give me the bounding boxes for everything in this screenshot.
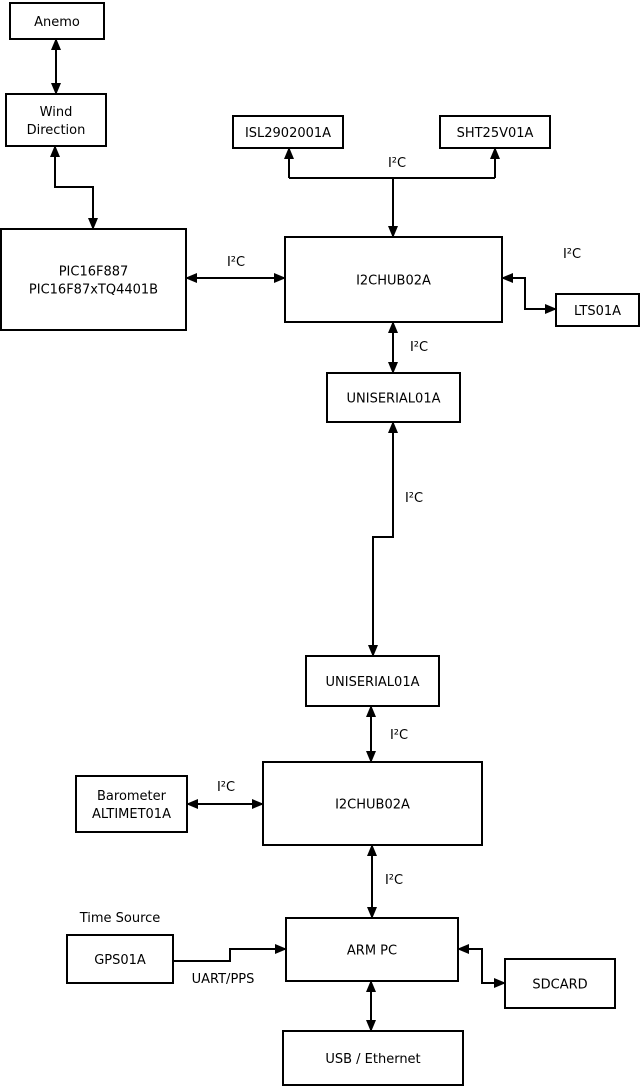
node-armpc: ARM PC <box>285 917 459 982</box>
label-i2c-pic-hub1: I²C <box>227 255 245 270</box>
node-i2chub1: I2CHUB02A <box>284 236 503 323</box>
node-uniserial2: UNISERIAL01A <box>305 655 440 707</box>
node-gps-box <box>66 934 174 984</box>
node-i2chub1-box <box>284 236 503 323</box>
node-gps-label: GPS01A <box>94 953 146 968</box>
node-sht: SHT25V01A <box>439 115 551 149</box>
label-time-source: Time Source <box>79 911 161 926</box>
node-sht-box <box>439 115 551 149</box>
node-anemo-label: Anemo <box>34 15 80 30</box>
node-anemo: Anemo <box>9 2 105 40</box>
node-sdcard-label: SDCARD <box>532 978 587 993</box>
node-sdcard-box <box>504 958 616 1009</box>
node-anemo-box <box>9 2 105 40</box>
node-i2chub1-label: I2CHUB02A <box>356 274 431 289</box>
node-i2chub2: I2CHUB02A <box>262 761 483 846</box>
node-usb-ethernet: USB / Ethernet <box>282 1030 464 1086</box>
edge-i2chub1-lts <box>501 273 557 314</box>
node-armpc-label: ARM PC <box>347 944 397 959</box>
node-gps: GPS01A <box>66 934 174 984</box>
node-uniserial1-label: UNISERIAL01A <box>347 392 441 407</box>
edge-uniserial1-uniserial2 <box>368 421 398 657</box>
node-uniserial2-label: UNISERIAL01A <box>326 675 420 690</box>
label-i2c-baro-hub2: I²C <box>217 780 235 795</box>
label-uart-pps: UART/PPS <box>192 972 255 987</box>
edge-armpc-sdcard <box>457 944 506 988</box>
label-i2c-hub2-armpc: I²C <box>385 873 403 888</box>
label-i2c-uni2-hub2: I²C <box>390 728 408 743</box>
node-isl-label: ISL2902001A <box>245 126 331 141</box>
label-i2c-hub1-lts: I²C <box>563 247 581 262</box>
node-sht-label: SHT25V01A <box>457 126 534 141</box>
node-usb-ethernet-label: USB / Ethernet <box>325 1052 420 1067</box>
node-lts-label: LTS01A <box>574 304 621 319</box>
node-armpc-box <box>285 917 459 982</box>
node-uniserial2-box <box>305 655 440 707</box>
node-barometer-box <box>75 775 188 833</box>
edge-wind-direction-pic <box>50 145 98 230</box>
node-sdcard: SDCARD <box>504 958 616 1009</box>
label-i2c-hub1-uni1: I²C <box>410 340 428 355</box>
label-i2c-sensor-bus: I²C <box>388 156 406 171</box>
node-i2chub2-label: I2CHUB02A <box>335 798 410 813</box>
node-wind-direction-box <box>5 93 107 147</box>
edge-gps-armpc <box>173 944 287 962</box>
node-usb-ethernet-box <box>282 1030 464 1086</box>
node-uniserial1: UNISERIAL01A <box>326 372 461 423</box>
node-pic-box <box>0 228 187 331</box>
node-lts-box <box>555 293 640 327</box>
node-lts: LTS01A <box>555 293 640 327</box>
node-isl: ISL2902001A <box>232 115 344 149</box>
label-i2c-uni1-uni2: I²C <box>405 491 423 506</box>
node-i2chub2-box <box>262 761 483 846</box>
node-isl-box <box>232 115 344 149</box>
node-uniserial1-box <box>326 372 461 423</box>
